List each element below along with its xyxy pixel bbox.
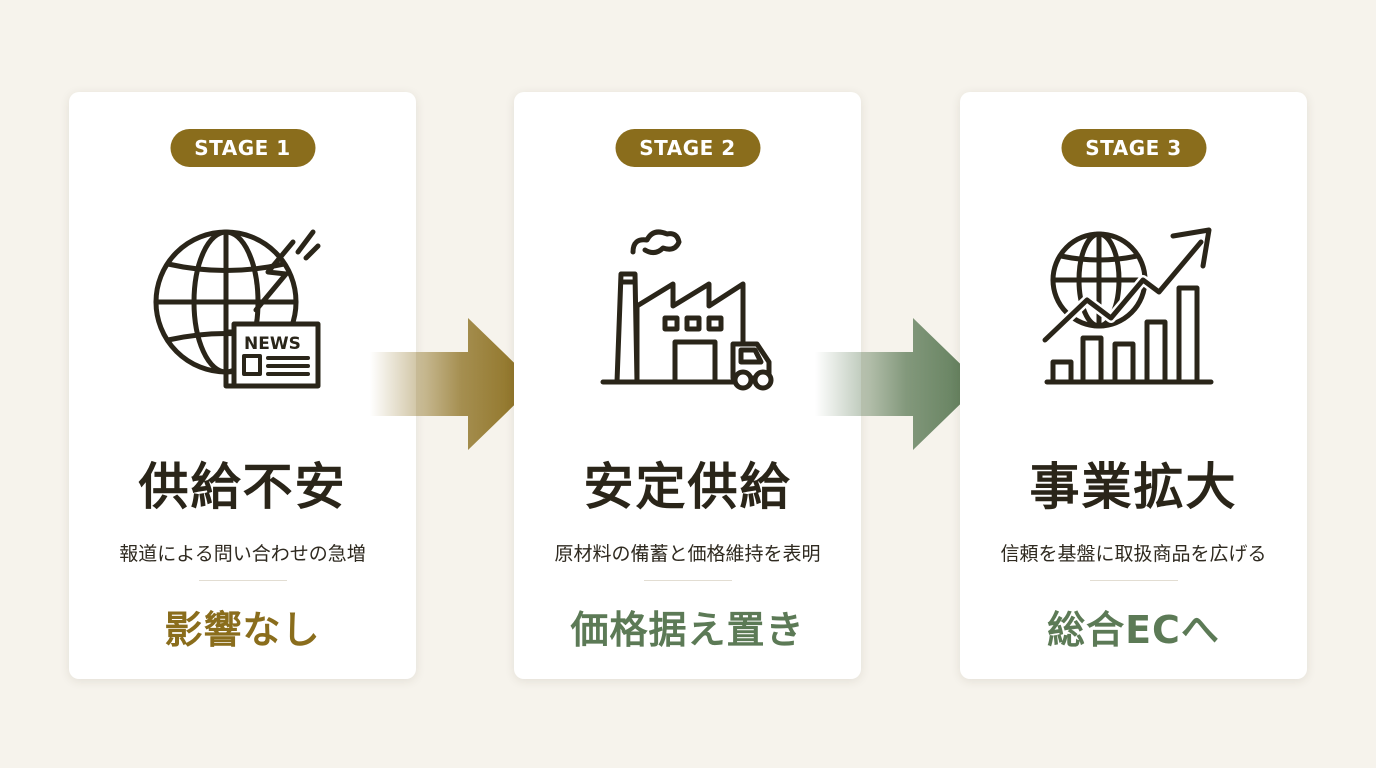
stage-card-3: STAGE 3 事業拡大 信頼 <box>960 92 1307 679</box>
stage-title: 供給不安 <box>138 457 347 516</box>
stage-result: 影響なし <box>164 608 321 652</box>
right-arrow-icon <box>370 318 538 450</box>
globe-growth-chart-icon <box>1039 222 1229 402</box>
stage-subtitle: 原材料の備蓄と価格維持を表明 <box>554 543 821 565</box>
stage-result: 価格据え置き <box>570 608 805 652</box>
stage-subtitle: 信頼を基盤に取扱商品を広げる <box>1000 543 1267 565</box>
stage-badge: STAGE 2 <box>615 129 760 167</box>
globe-news-icon: NEWS <box>148 222 338 402</box>
stage-card-1: STAGE 1 NEWS <box>69 92 416 679</box>
factory-truck-icon <box>593 222 783 402</box>
stage-title: 事業拡大 <box>1029 457 1238 516</box>
divider <box>198 580 287 581</box>
stage-subtitle: 報道による問い合わせの急増 <box>119 543 366 565</box>
stage-card-2: STAGE 2 <box>514 92 861 679</box>
divider <box>1089 580 1178 581</box>
stage-badge: STAGE 3 <box>1061 129 1206 167</box>
divider <box>643 580 732 581</box>
right-arrow-icon <box>815 318 983 450</box>
svg-text:NEWS: NEWS <box>244 334 301 354</box>
stage-title: 安定供給 <box>583 457 792 516</box>
stage-result: 総合ECへ <box>1047 608 1220 652</box>
stage-badge: STAGE 1 <box>170 129 315 167</box>
